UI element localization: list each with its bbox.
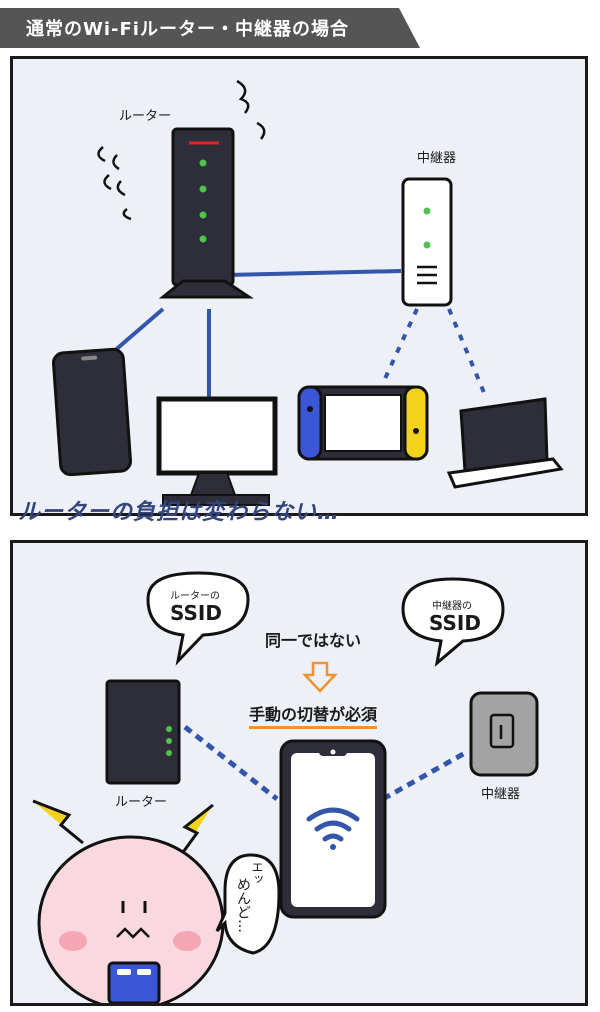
repeater-device-2 — [469, 691, 539, 777]
repeater-ssid-prefix: 中継器の — [432, 601, 472, 612]
panel1-illustration — [52, 79, 564, 506]
laptop-device — [446, 397, 564, 489]
speech-exclaim: エッ — [250, 861, 264, 885]
monitor-device — [156, 396, 278, 506]
repeater-ssid-text: SSID — [429, 611, 481, 635]
router-label: ルーター — [119, 109, 172, 124]
stress-marks — [97, 79, 266, 221]
page-title: 通常のWi-Fiルーター・中継器の場合 — [26, 19, 349, 40]
title-bar: 通常のWi-Fiルーター・中継器の場合 — [0, 8, 420, 48]
game-console-device — [297, 385, 429, 461]
panel-ssid-switching: ルーターの SSID 中継器の SSID 同一ではない 手動の切替が必須 ルータ… — [10, 540, 588, 1006]
wifi-icon — [306, 807, 360, 850]
router-ssid-text: SSID — [170, 601, 222, 625]
repeater-label: 中継器 — [417, 151, 457, 166]
speech-main: めんど… — [235, 877, 251, 933]
panel1-caption: ルーターの負担は変わらない… — [18, 500, 341, 525]
repeater-laptop-link — [447, 308, 487, 396]
router-device-2 — [105, 679, 181, 785]
router-repeater-link — [224, 269, 402, 277]
repeater-label-2: 中継器 — [481, 787, 521, 802]
router-ssid-prefix: ルーターの — [170, 591, 220, 602]
panel2-illustration — [32, 571, 539, 1003]
character-mascot — [32, 799, 225, 1003]
smartphone-device — [279, 739, 387, 919]
repeater-ssid-bubble — [401, 577, 505, 667]
down-arrow-icon — [302, 661, 338, 693]
router-device — [158, 127, 254, 299]
phone-device — [52, 347, 132, 477]
character-speech-bubble — [215, 853, 281, 955]
router-label-2: ルーター — [115, 795, 168, 810]
manual-switch-label: 手動の切替が必須 — [249, 701, 378, 729]
repeater-switch-link — [381, 308, 419, 384]
repeater-device — [401, 177, 453, 307]
router-ssid-bubble — [146, 571, 250, 666]
panel-normal-setup: ルーター 中継器 — [10, 56, 588, 516]
not-same-label: 同一ではない — [265, 631, 362, 650]
